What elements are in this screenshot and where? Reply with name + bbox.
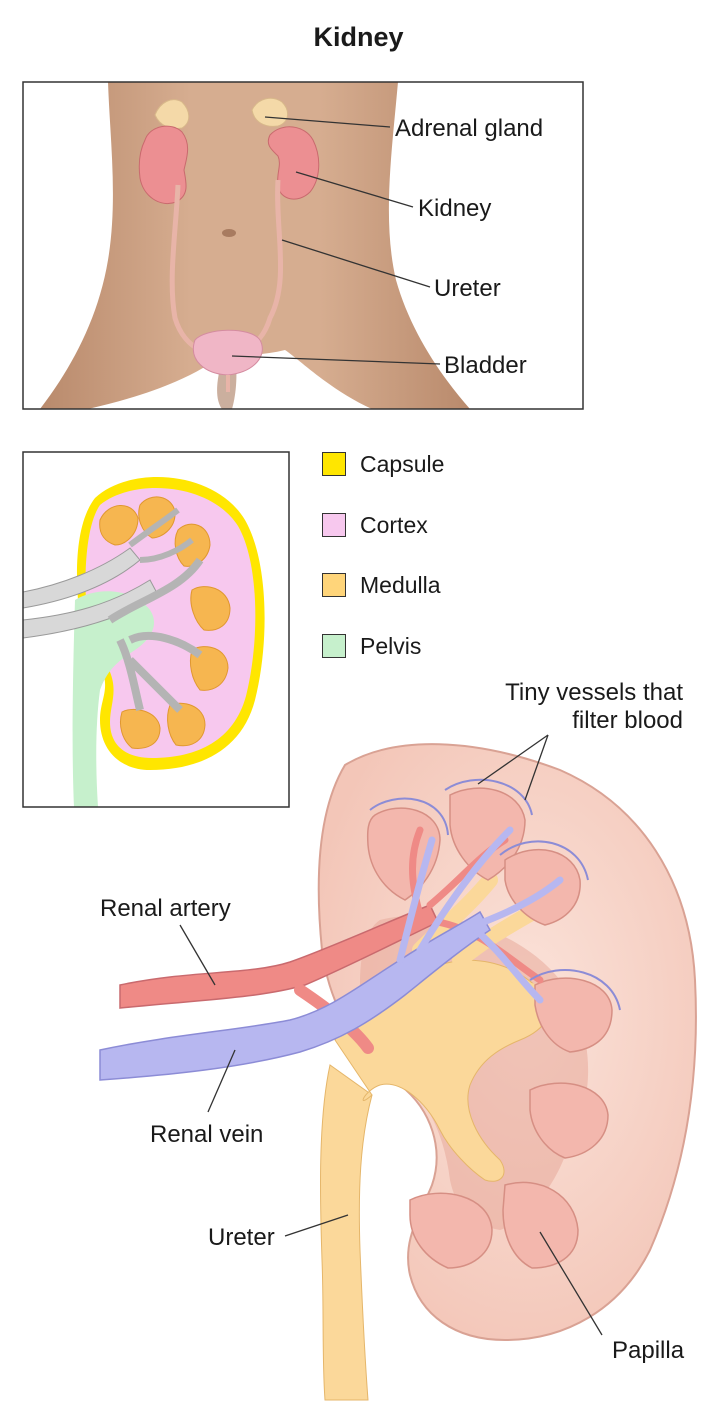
renal-artery-label: Renal artery	[100, 895, 231, 922]
legend-item-medulla: Medulla	[322, 571, 441, 599]
legend-item-cortex: Cortex	[322, 511, 428, 539]
legend-item-pelvis: Pelvis	[322, 632, 421, 660]
diagram-title: Kidney	[313, 22, 404, 52]
renal-vein-shape	[99, 910, 491, 1081]
tiny-vessels-label-line1: Tiny vessels that	[505, 679, 683, 706]
adrenal-gland-right-shape	[251, 97, 288, 127]
kidney-right-shape	[267, 126, 320, 200]
ureter-shape	[319, 1064, 373, 1401]
body-panel	[22, 81, 584, 410]
legend-label-cortex: Cortex	[360, 511, 428, 538]
legend-item-capsule: Capsule	[322, 450, 444, 478]
filter-vessels	[369, 778, 621, 1011]
legend-label-medulla: Medulla	[360, 571, 441, 598]
tiny-vessels-label-line2: filter blood	[572, 707, 683, 734]
legend-label-capsule: Capsule	[360, 450, 445, 477]
pelvis-swatch	[322, 634, 346, 658]
capsule-swatch	[322, 452, 346, 476]
cortex-swatch	[322, 513, 346, 537]
ureter-label-detail: Ureter	[208, 1224, 275, 1251]
papilla-label: Papilla	[612, 1337, 685, 1364]
pelvis-shape	[72, 591, 155, 807]
bladder-label: Bladder	[444, 352, 527, 379]
bladder-shape	[193, 329, 263, 376]
kidney-detail	[99, 734, 697, 1401]
kidney-left-shape	[138, 125, 189, 204]
legend-label-pelvis: Pelvis	[360, 632, 422, 659]
renal-vein-label: Renal vein	[150, 1121, 263, 1148]
kidney-layers-panel	[22, 451, 290, 808]
medulla-swatch	[322, 573, 346, 597]
adrenal-gland-label: Adrenal gland	[395, 115, 543, 142]
kidney-label: Kidney	[418, 195, 491, 222]
ureter-label-top: Ureter	[434, 275, 501, 302]
